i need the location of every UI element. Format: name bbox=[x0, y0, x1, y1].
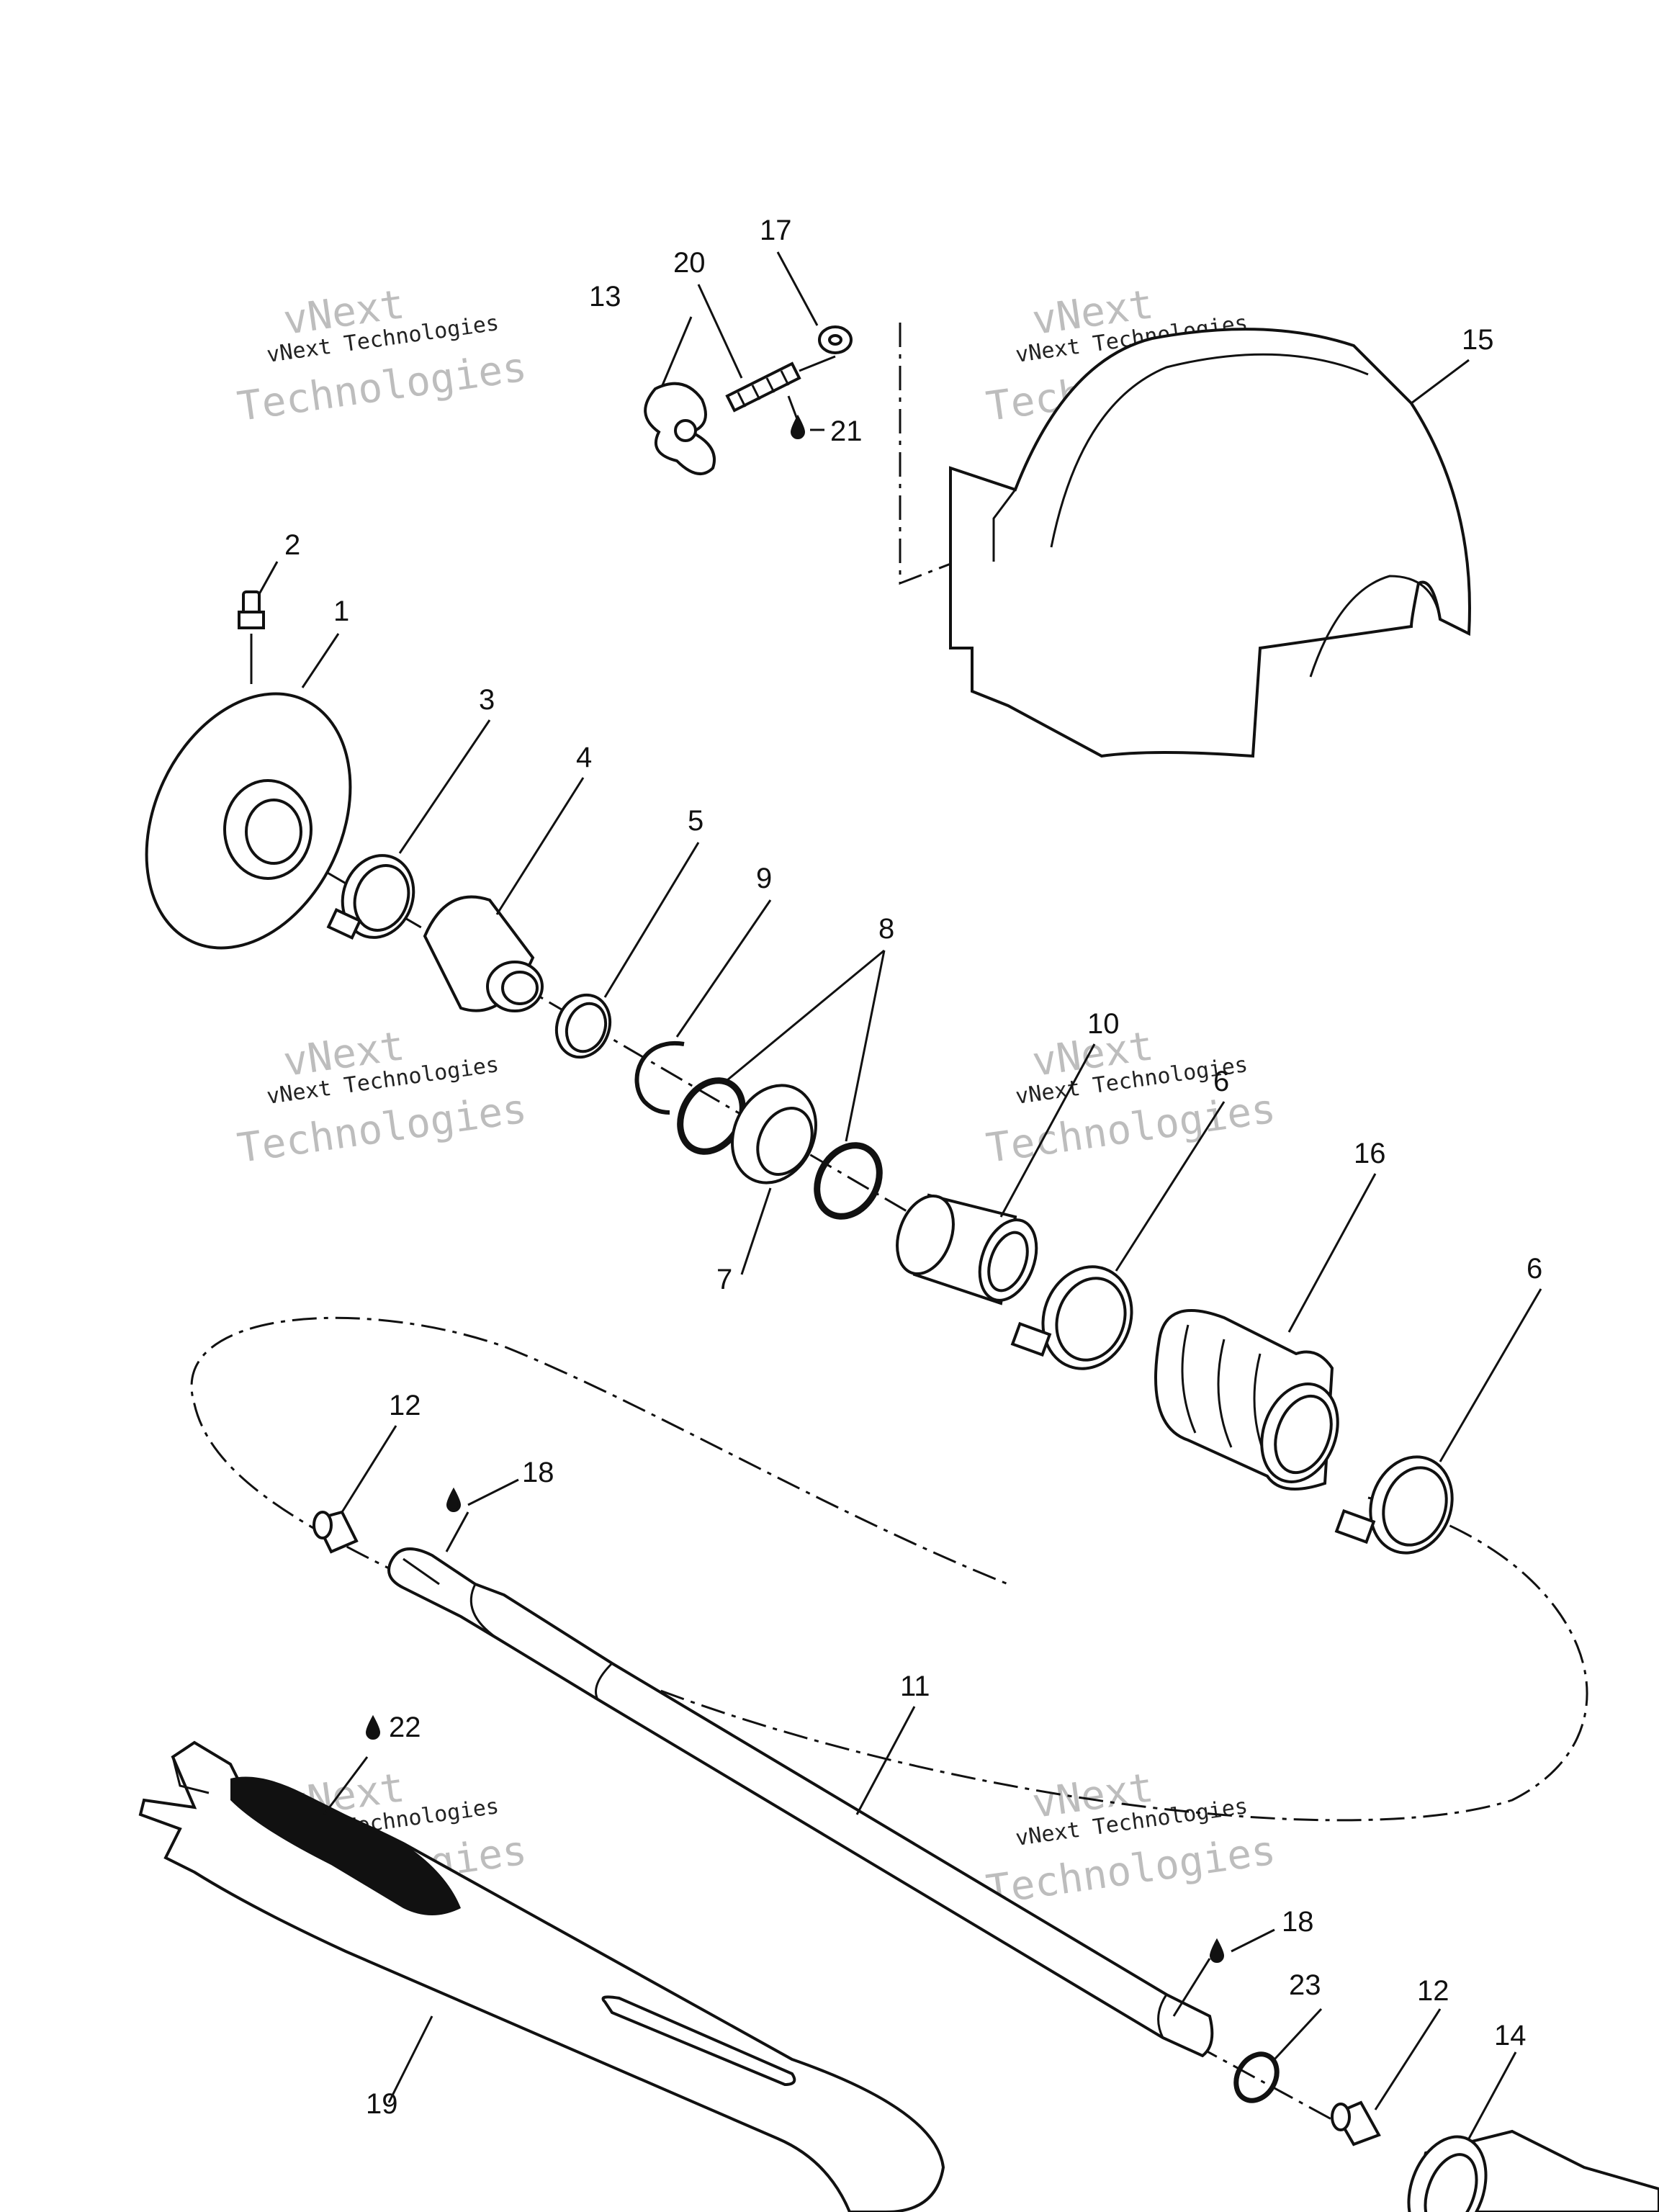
watermark-mid-right: vNext vNext Technologies Technologies bbox=[984, 1022, 1279, 1172]
callout-16: 16 bbox=[1354, 1138, 1386, 1169]
callout-20: 20 bbox=[673, 247, 706, 279]
callout-15: 15 bbox=[1462, 324, 1494, 356]
part-6-hose-clamp-upper[interactable] bbox=[1010, 1254, 1146, 1381]
oil-drop-icon-22 bbox=[365, 1714, 381, 1740]
part-4-adapter[interactable] bbox=[423, 895, 544, 1012]
part-19-housing-tube[interactable] bbox=[138, 1740, 945, 2212]
callout-13: 13 bbox=[589, 281, 621, 313]
part-23-ring[interactable] bbox=[1228, 2047, 1285, 2108]
assembly-loop bbox=[190, 1316, 1588, 1822]
part-1-flange[interactable] bbox=[107, 660, 390, 981]
callout-23: 23 bbox=[1289, 1969, 1321, 2001]
callout-10: 10 bbox=[1087, 1008, 1120, 1040]
part-12-plug-lower[interactable] bbox=[1331, 2100, 1381, 2146]
watermark-mid-left: vNext vNext Technologies Technologies bbox=[235, 1022, 530, 1172]
part-2-grease-fitting[interactable] bbox=[238, 590, 265, 684]
watermark-top-left: vNext vNext Technologies Technologies bbox=[235, 281, 530, 431]
callout-1: 1 bbox=[333, 595, 349, 627]
part-8-o-ring-lower[interactable] bbox=[804, 1134, 891, 1228]
callout-4: 4 bbox=[576, 742, 592, 773]
callout-6-upper: 6 bbox=[1213, 1066, 1229, 1097]
oil-drop-icon-18-upper bbox=[446, 1487, 462, 1512]
part-12-plug-upper[interactable] bbox=[313, 1510, 359, 1554]
callout-7: 7 bbox=[716, 1264, 732, 1295]
part-6-hose-clamp-lower[interactable] bbox=[1334, 1445, 1465, 1564]
oil-drop-icon-21 bbox=[790, 414, 806, 439]
assembly-line-cover bbox=[899, 323, 994, 585]
callout-labels: 1 2 3 4 5 9 8 7 10 6 16 6 15 13 20 17 21… bbox=[284, 215, 1542, 2120]
part-15-cover[interactable] bbox=[949, 328, 1471, 758]
part-13-wing-nut[interactable] bbox=[644, 382, 716, 475]
callout-12-upper: 12 bbox=[389, 1390, 421, 1421]
part-5-small-clamp[interactable] bbox=[548, 987, 619, 1064]
callout-21: 21 bbox=[830, 415, 863, 447]
part-9-snap-ring[interactable] bbox=[634, 1040, 685, 1115]
callout-12-lower: 12 bbox=[1417, 1975, 1449, 2007]
part-11-drive-shaft[interactable] bbox=[387, 1547, 1214, 2058]
callout-18-upper: 18 bbox=[522, 1457, 554, 1488]
callout-9: 9 bbox=[756, 863, 772, 894]
part-3-clamp[interactable] bbox=[326, 845, 425, 948]
callout-8: 8 bbox=[878, 913, 894, 945]
part-7-bushing[interactable] bbox=[717, 1071, 832, 1196]
callout-22: 22 bbox=[389, 1712, 421, 1743]
callout-11: 11 bbox=[900, 1671, 930, 1702]
leader-lines bbox=[258, 251, 1542, 2139]
callout-6-lower: 6 bbox=[1527, 1253, 1542, 1285]
watermark-bottom-right: vNext vNext Technologies Technologies bbox=[984, 1764, 1279, 1914]
callout-17: 17 bbox=[760, 215, 792, 246]
part-16-bellows-boot[interactable] bbox=[1154, 1309, 1351, 1493]
callout-14: 14 bbox=[1494, 2020, 1527, 2051]
callout-2: 2 bbox=[284, 529, 300, 561]
grease-band bbox=[230, 1776, 461, 1915]
assembly-line-main-axis bbox=[287, 848, 930, 1226]
part-14-coupler[interactable] bbox=[1395, 2126, 1659, 2212]
callout-19: 19 bbox=[366, 2088, 398, 2120]
oil-drop-icon-18-lower bbox=[1209, 1938, 1225, 1963]
callout-18-lower: 18 bbox=[1282, 1906, 1314, 1938]
callout-5: 5 bbox=[688, 805, 703, 837]
part-17-washer[interactable] bbox=[818, 325, 853, 354]
part-20-stud[interactable] bbox=[725, 355, 836, 413]
part-10-sleeve[interactable] bbox=[887, 1188, 1047, 1308]
callout-3: 3 bbox=[479, 684, 495, 716]
